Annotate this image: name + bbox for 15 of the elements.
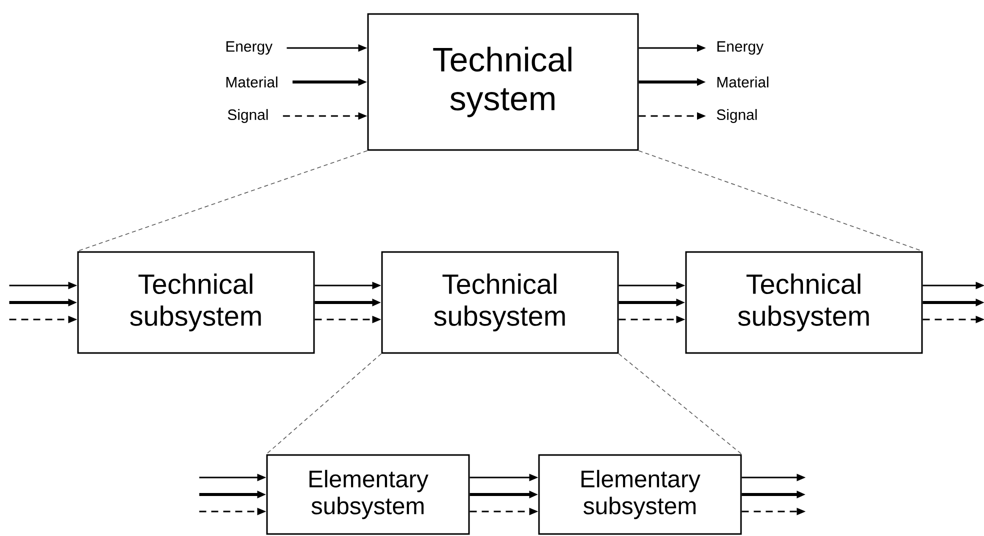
flow-label: Signal: [716, 109, 757, 123]
process-box: Technical subsystem: [77, 251, 315, 354]
process-box: Elementary subsystem: [538, 454, 742, 535]
zoom-line: [266, 353, 382, 455]
flow-label: Signal: [228, 109, 268, 123]
zoom-line: [76, 150, 368, 252]
process-box: Technical subsystem: [685, 251, 923, 354]
zoom-line: [618, 353, 742, 455]
flow-label: Energy: [226, 41, 273, 55]
flow-label: Material: [717, 76, 768, 88]
flow-label: Material: [226, 76, 278, 88]
process-box: Elementary subsystem: [266, 454, 470, 535]
process-box: Technical system: [367, 13, 639, 151]
process-box: Technical subsystem: [381, 251, 619, 354]
flow-label: Energy: [717, 41, 764, 55]
